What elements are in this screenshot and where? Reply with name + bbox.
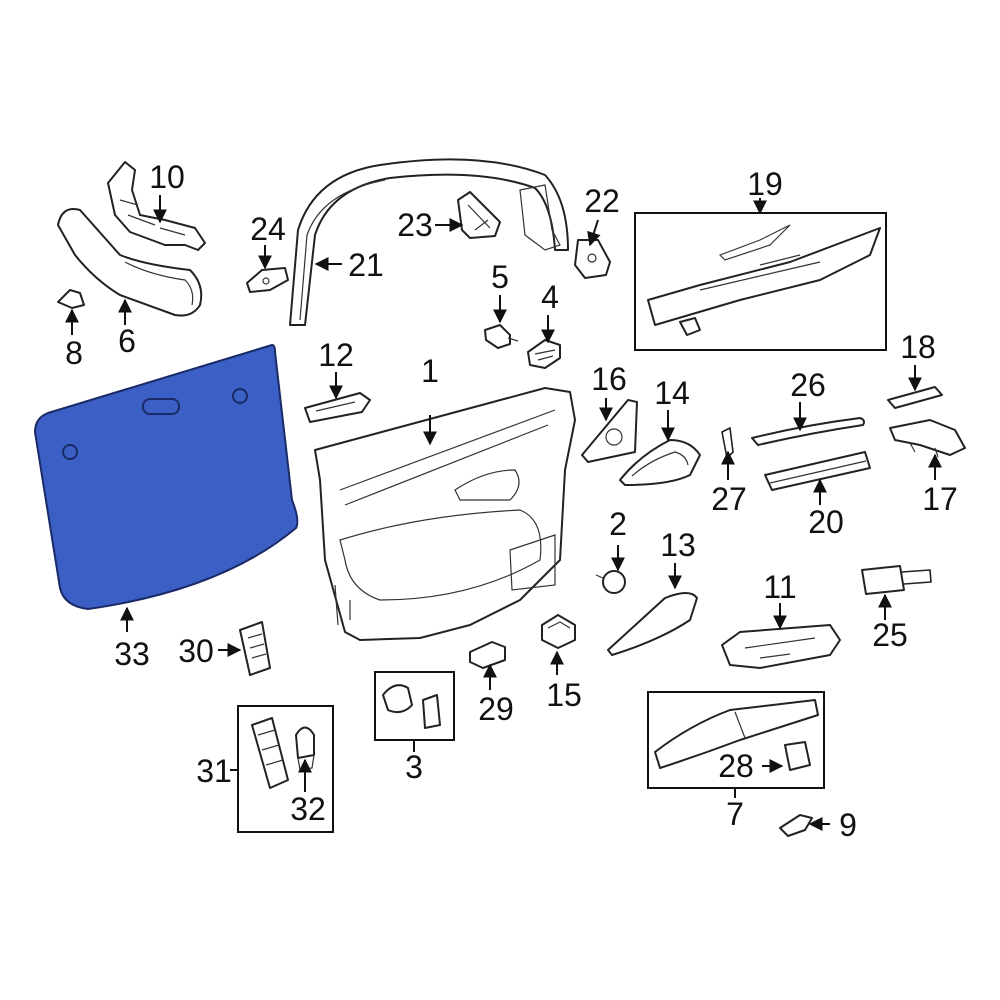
callout-8: 8 — [65, 335, 83, 371]
callout-23: 23 — [397, 207, 433, 243]
callout-20: 20 — [808, 504, 844, 540]
part-6-pull-handle[interactable] — [57, 208, 203, 317]
part-1-handle-pocket — [454, 469, 520, 501]
part-33-water-deflector[interactable] — [33, 343, 299, 611]
callout-10: 10 — [149, 159, 185, 195]
part-21-window-frame-molding[interactable] — [289, 158, 569, 326]
part-19-small-switch[interactable] — [679, 317, 701, 336]
part-11-switch-slots — [744, 637, 816, 659]
callout-26: 26 — [790, 367, 826, 403]
callout-5: 5 — [491, 259, 509, 295]
part-21-corner-bracket — [519, 184, 561, 251]
part-3-grommet[interactable] — [382, 684, 413, 714]
part-12-bezel-slot — [315, 401, 356, 412]
callout-1: 1 — [421, 353, 439, 389]
callout-27: 27 — [711, 481, 747, 517]
part-10-handle-bracket[interactable] — [107, 161, 206, 251]
part-24-retainer[interactable] — [246, 267, 289, 293]
callout-2: 2 — [609, 506, 627, 542]
part-4-clip-fins — [534, 349, 556, 361]
part-15-switch[interactable] — [541, 614, 576, 649]
callout-14: 14 — [654, 375, 690, 411]
callout-16: 16 — [591, 361, 627, 397]
callout-29: 29 — [478, 691, 514, 727]
part-33-handle-cutout — [142, 398, 180, 415]
part-29-connector[interactable] — [469, 641, 506, 669]
part-11-switch-panel[interactable] — [721, 624, 841, 669]
part-20-strip-detail — [769, 460, 867, 484]
callout-4: 4 — [541, 279, 559, 315]
part-22-cover-hole — [587, 253, 597, 263]
part-13-armrest-pad[interactable] — [607, 592, 698, 656]
part-2-clip-stem — [595, 574, 604, 579]
callout-7: 7 — [726, 796, 744, 832]
part-3-nut[interactable] — [422, 694, 441, 729]
part-20-trim-strip[interactable] — [764, 451, 871, 491]
part-30-switch-grip — [247, 633, 267, 659]
part-9-cap[interactable] — [779, 814, 813, 837]
part-17-bracket[interactable] — [889, 419, 966, 456]
part-31-switch[interactable] — [251, 717, 289, 789]
part-12-bezel[interactable] — [304, 392, 371, 423]
part-14-speaker-grille[interactable] — [619, 439, 701, 486]
callout-22: 22 — [584, 183, 620, 219]
callout-3: 3 — [405, 749, 423, 785]
part-23-mirror-patch[interactable] — [457, 191, 501, 239]
part-19-switch-bezel[interactable] — [647, 227, 881, 326]
callout-15: 15 — [546, 677, 582, 713]
part-5-push-pin[interactable] — [484, 324, 511, 349]
callout-31: 31 — [196, 753, 232, 789]
part-25-actuator[interactable] — [861, 565, 905, 595]
part-2-button-clip[interactable] — [602, 570, 626, 594]
callout-21: 21 — [348, 247, 384, 283]
callout-25: 25 — [872, 617, 908, 653]
part-7-armrest[interactable] — [654, 699, 819, 769]
part-15-switch-face — [547, 621, 571, 629]
callout-13: 13 — [660, 527, 696, 563]
part-1-door-trim-panel[interactable] — [314, 387, 576, 641]
callout-9: 9 — [839, 807, 857, 843]
callout-11: 11 — [763, 569, 796, 605]
callout-19: 19 — [747, 166, 783, 202]
part-1-upper-belt — [339, 409, 556, 506]
part-16-grille-circle — [605, 428, 623, 446]
part-1-speaker-area — [509, 534, 556, 591]
part-31-switch-grip — [257, 729, 284, 766]
part-24-hole — [262, 277, 270, 285]
part-4-retainer-clip[interactable] — [527, 339, 561, 369]
part-14-grille-inner — [631, 451, 689, 477]
part-25-actuator-shaft — [901, 569, 932, 585]
leader-lines — [65, 195, 942, 831]
callout-12: 12 — [318, 337, 354, 373]
part-32-bulb[interactable] — [295, 726, 315, 759]
part-30-switch[interactable] — [239, 621, 271, 676]
part-6-handle-grip — [124, 261, 194, 306]
callout-33: 33 — [114, 636, 150, 672]
part-10-bracket-ribs — [119, 199, 186, 236]
part-23-patch-detail — [467, 204, 491, 231]
part-1-armrest — [339, 509, 542, 601]
part-18-trim-piece[interactable] — [887, 386, 943, 409]
callout-28: 28 — [718, 748, 754, 784]
part-28-switch[interactable] — [784, 741, 811, 771]
part-5-pin-shaft — [507, 337, 519, 342]
part-1-lower-edge — [334, 584, 351, 626]
part-19-bezel-switches — [699, 224, 821, 291]
callout-6: 6 — [118, 323, 136, 359]
part-21-inner-edge — [299, 179, 386, 321]
callout-32: 32 — [290, 791, 326, 827]
part-33-hole-left — [62, 444, 78, 460]
part-8-clip[interactable] — [57, 289, 85, 309]
callout-17: 17 — [922, 481, 958, 517]
part-7-armrest-seam — [734, 711, 746, 739]
part-33-hole-right — [232, 388, 248, 404]
part-22-mirror-cover[interactable] — [574, 239, 611, 279]
callout-18: 18 — [900, 329, 936, 365]
part-26-molding-strip[interactable] — [751, 417, 865, 446]
callout-30: 30 — [178, 633, 214, 669]
callout-24: 24 — [250, 211, 286, 247]
